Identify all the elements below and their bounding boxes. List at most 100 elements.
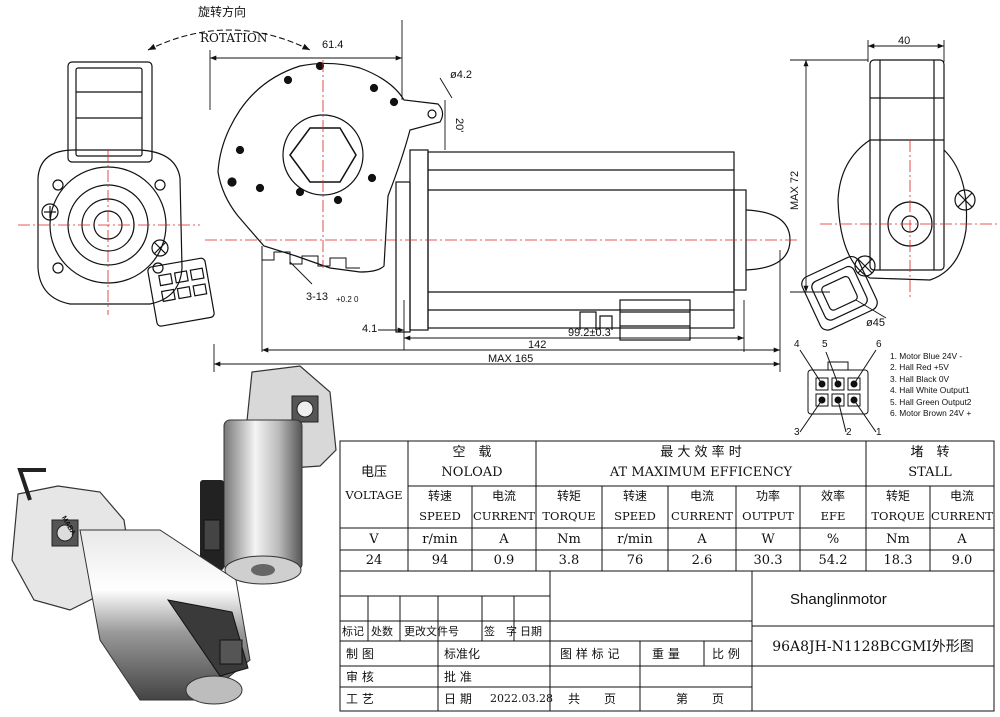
value-cell: 94 [431, 553, 449, 568]
rotation-label-cn: 旋转方向 [198, 5, 247, 19]
dim-20: 20' [453, 118, 465, 133]
motor-upright [200, 365, 337, 585]
subheader-cn: 转速 [622, 489, 647, 503]
unit-cell: Nm [886, 532, 910, 547]
value-cell: 3.8 [558, 553, 580, 568]
subheader-en: TORQUE [871, 509, 925, 523]
left-end-view [37, 61, 215, 327]
total-sheets-label: 共 页 [568, 692, 617, 706]
unit-cell: A [499, 532, 509, 547]
pin-legend-item: 1. Motor Blue 24V - [890, 351, 963, 361]
dim-max165: MAX 165 [488, 353, 534, 365]
noload-label-cn: 空 载 [452, 445, 492, 460]
row-drawing-label: 制 图 [346, 647, 374, 661]
pin-legend-item: 6. Motor Brown 24V + [890, 408, 972, 419]
rotation-arc [147, 29, 311, 51]
pin-5-label: 5 [822, 339, 828, 350]
value-cell: 76 [626, 553, 644, 568]
pin-legend-item: 4. Hall White Output1 [890, 385, 970, 396]
unit-cell: r/min [617, 532, 653, 547]
dim-99-2: 99.2±0.3 [568, 327, 611, 339]
unit-cell: Nm [557, 532, 581, 547]
value-cell: 24 [365, 553, 383, 568]
pin-legend-item: 3. Hall Black 0V [890, 373, 950, 384]
voltage-label-en: VOLTAGE [345, 488, 403, 502]
subheader-cn: 转速 [427, 489, 452, 503]
value-cell: 0.9 [493, 553, 515, 568]
stall-label-en: STALL [908, 465, 952, 480]
subheader-cn: 电流 [491, 489, 516, 503]
scale-label: 比 例 [712, 647, 740, 661]
subheader-en: CURRENT [671, 509, 733, 523]
dim-hole-4-2: ø4.2 [450, 69, 473, 81]
value-cell: 30.3 [753, 553, 783, 568]
subheader-cn: 效率 [820, 489, 845, 503]
pin-legend-item: 2. Hall Red +5V [890, 362, 949, 373]
row-standardization-label: 标准化 [444, 647, 481, 661]
dim-3-13-tolerance: +0.2 0 [336, 295, 359, 304]
pin-3-label: 3 [794, 427, 800, 438]
dim-3-13: 3-13 [306, 291, 329, 303]
subheader-cn: 功率 [755, 489, 780, 503]
maxeff-label-en: AT MAXIMUM EFFICENCY [609, 465, 793, 480]
dim-142: 142 [528, 339, 547, 351]
rev-header-sign: 签 字 [484, 625, 517, 638]
pin-2-label: 2 [846, 427, 852, 438]
subheader-en: EFE [820, 509, 846, 523]
subheader-en: SPEED [614, 509, 656, 523]
subheader-cn: 电流 [949, 489, 974, 503]
subheader-en: TORQUE [542, 509, 596, 523]
dim-phi45: ø45 [866, 317, 885, 329]
pin-4-label: 4 [794, 339, 800, 350]
unit-cell: W [761, 532, 775, 547]
dimension-lines [209, 20, 781, 372]
product-photo [11, 365, 337, 705]
row-date-label: 日 期 [444, 692, 472, 706]
unit-cell: % [826, 532, 840, 547]
rev-header-doc: 更改文件号 [404, 625, 459, 638]
value-cell: 18.3 [883, 553, 913, 568]
subheader-cn: 转矩 [556, 489, 581, 503]
stall-label-cn: 堵 转 [910, 445, 950, 460]
value-cell: 9.0 [951, 553, 973, 568]
value-cell: 54.2 [818, 553, 848, 568]
dim-40: 40 [898, 35, 911, 47]
rev-header-mark: 标记 [342, 625, 364, 638]
spec-table-grid [339, 440, 995, 712]
pin-1-label: 1 [876, 427, 882, 438]
value-cell: 2.6 [691, 553, 713, 568]
unit-cell: A [957, 532, 967, 547]
pattern-mark-label: 图 样 标 记 [560, 647, 620, 661]
subheader-en: CURRENT [931, 509, 993, 523]
brand-name: Shanglinmotor [790, 591, 887, 608]
voltage-label-cn: 电压 [360, 465, 387, 480]
row-review-label: 审 核 [346, 670, 374, 684]
motor-lying [11, 468, 251, 705]
subheader-cn: 电流 [689, 489, 714, 503]
gearbox-side-view [217, 61, 791, 341]
dim-4-1: 4.1 [362, 323, 378, 335]
row-process-label: 工 艺 [346, 692, 374, 706]
rotation-label-en: ROTATION [200, 31, 268, 45]
weight-label: 重 量 [652, 647, 680, 661]
subheader-en: OUTPUT [742, 509, 794, 523]
row-approve-label: 批 准 [444, 670, 472, 684]
noload-label-en: NOLOAD [441, 465, 503, 480]
dim-61-4: 61.4 [322, 39, 344, 51]
connector-pinout [799, 349, 877, 433]
maxeff-label-cn: 最 大 效 率 时 [660, 445, 742, 460]
rev-header-date: 日期 [520, 625, 542, 638]
unit-cell: V [369, 532, 379, 547]
dim-max72: MAX 72 [789, 170, 801, 210]
subheader-en: SPEED [419, 509, 461, 523]
sheet-number-label: 第 页 [676, 692, 725, 706]
pin-legend: 1. Motor Blue 24V - 2. Hall Red +5V 3. H… [890, 351, 998, 419]
drawing-date: 2022.03.28 [490, 692, 553, 705]
unit-cell: A [697, 532, 707, 547]
model-drawing-title: 96A8JH-N1128BCGMI外形图 [772, 639, 974, 655]
rev-header-count: 处数 [371, 625, 393, 638]
subheader-cn: 转矩 [885, 489, 910, 503]
unit-cell: r/min [422, 532, 458, 547]
subheader-en: CURRENT [473, 509, 535, 523]
